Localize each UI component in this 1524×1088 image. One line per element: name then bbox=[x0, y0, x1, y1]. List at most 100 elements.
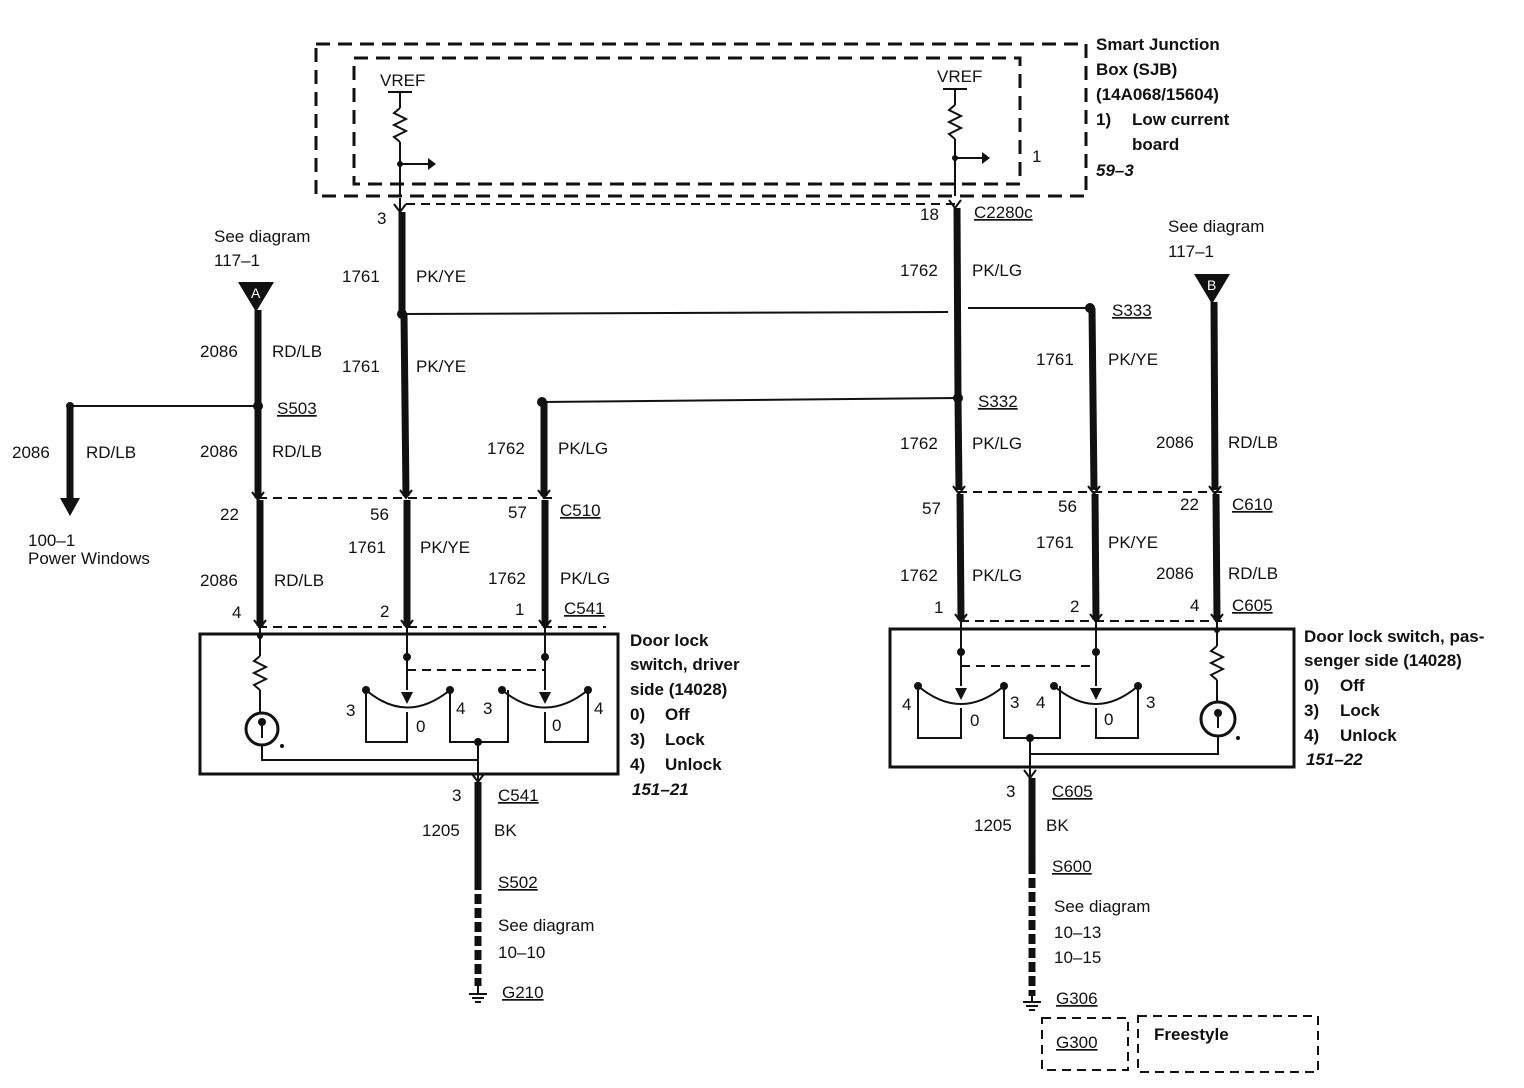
pass-opt-4: Unlock bbox=[1340, 726, 1397, 745]
pass-ground-alt: G300 bbox=[1056, 1033, 1098, 1052]
right-connector-c610: C610 bbox=[1232, 495, 1273, 514]
pass-opt-0: Off bbox=[1340, 676, 1365, 695]
right-wire-1762-mid bbox=[954, 397, 963, 491]
driver-opt-3-num: 3) bbox=[630, 730, 645, 749]
driver-ground-splice bbox=[475, 877, 481, 883]
left-see-ref: 117–1 bbox=[214, 251, 260, 270]
right-wire-2086-top bbox=[1210, 301, 1219, 491]
left-pin-3: 3 bbox=[377, 209, 386, 228]
sjb-title-3: (14A068/15604) bbox=[1096, 85, 1219, 104]
left-pin-57: 57 bbox=[508, 503, 527, 522]
left-circuit-1761-c: 1761 bbox=[348, 538, 386, 557]
sjb-title-2: Box (SJB) bbox=[1096, 60, 1177, 79]
s332-cross-wire bbox=[541, 397, 959, 403]
left-circuit-1762-a: 1762 bbox=[487, 439, 525, 458]
driver-sw-label-0a: 0 bbox=[416, 717, 425, 736]
freestyle-box bbox=[1137, 1015, 1319, 1073]
right-color-pklg-c: PK/LG bbox=[972, 566, 1022, 585]
pass-opt-3: Lock bbox=[1340, 701, 1380, 720]
left-see-diagram: See diagram bbox=[214, 227, 310, 246]
pass-opt-0-num: 0) bbox=[1304, 676, 1319, 695]
driver-gnd-circuit: 1205 bbox=[422, 821, 460, 840]
pass-sw-b-arc bbox=[1053, 685, 1139, 705]
driver-opt-4: Unlock bbox=[665, 755, 722, 774]
left-circuit-1761-a: 1761 bbox=[342, 267, 380, 286]
left-connector-c541: C541 bbox=[564, 599, 605, 618]
vref-right-resistor bbox=[946, 104, 964, 140]
driver-gnd-see-ref: 10–10 bbox=[498, 943, 545, 962]
driver-sw-b-node bbox=[541, 653, 549, 661]
pass-sw-b-node bbox=[1092, 648, 1100, 656]
left-branch-arrow-icon bbox=[60, 498, 80, 516]
left-branch-ref: 100–1 bbox=[28, 531, 75, 550]
driver-sw-b-loop bbox=[544, 690, 589, 743]
driver-ground-label: G210 bbox=[502, 983, 544, 1002]
pass-lamp-resistor bbox=[1208, 645, 1226, 681]
right-wire-1761-top bbox=[1088, 307, 1098, 491]
driver-sw-a-loop bbox=[365, 690, 408, 743]
pass-sw-label-4a: 4 bbox=[902, 695, 911, 714]
right-pin-2: 2 bbox=[1070, 597, 1079, 616]
pass-lamp-node bbox=[1214, 627, 1220, 633]
sjb-item-text-2: board bbox=[1132, 135, 1179, 154]
driver-lamp-resistor bbox=[251, 655, 269, 691]
right-pin-1: 1 bbox=[934, 598, 943, 617]
driver-switch-title-1: Door lock bbox=[630, 631, 709, 650]
right-wire-1761-low bbox=[1091, 493, 1100, 621]
pass-switch-ref: 151–22 bbox=[1306, 750, 1363, 769]
right-circuit-1761-a: 1761 bbox=[1036, 350, 1074, 369]
driver-ground-wire bbox=[261, 742, 479, 761]
right-color-pkye-b: PK/YE bbox=[1108, 533, 1158, 552]
c510-pin-57-chevron bbox=[537, 489, 551, 500]
pass-sw-a-node bbox=[957, 648, 965, 656]
driver-lamp-node bbox=[257, 633, 263, 639]
left-color-pkye-b: PK/YE bbox=[416, 357, 466, 376]
pass-sw-a-arc bbox=[917, 685, 1005, 705]
right-wire-1762-low bbox=[956, 493, 965, 621]
pass-sw-label-3a: 3 bbox=[1010, 693, 1019, 712]
c610-pin-22-chevron bbox=[1208, 485, 1222, 496]
pass-sw-b-loop bbox=[1095, 686, 1139, 739]
left-pin-22: 22 bbox=[220, 505, 239, 524]
pass-sw-b-contact-4 bbox=[1050, 682, 1058, 690]
pass-sw-label-3b: 3 bbox=[1146, 693, 1155, 712]
pass-lamp-tab bbox=[1236, 736, 1240, 740]
left-pin-2: 2 bbox=[380, 602, 389, 621]
left-pin-4: 4 bbox=[232, 603, 241, 622]
right-color-pkye-a: PK/YE bbox=[1108, 350, 1158, 369]
pass-sw-a-loop bbox=[917, 686, 962, 739]
pass-sw-b-arrow-icon bbox=[1090, 688, 1102, 700]
driver-gnd-see: See diagram bbox=[498, 916, 594, 935]
driver-switch-box bbox=[198, 632, 620, 776]
sjb-inner-box bbox=[352, 56, 1022, 186]
sjb-title-1: Smart Junction bbox=[1096, 35, 1220, 54]
driver-ground-icon bbox=[469, 986, 487, 1003]
pass-gnd-connector: C605 bbox=[1052, 782, 1093, 801]
vref-left-label: VREF bbox=[380, 71, 425, 90]
left-pin-1: 1 bbox=[515, 600, 524, 619]
driver-opt-0-num: 0) bbox=[630, 705, 645, 724]
vref-right-transistor-icon bbox=[982, 152, 990, 164]
right-circuit-1761-b: 1761 bbox=[1036, 533, 1074, 552]
left-connector-a-icon bbox=[238, 282, 274, 312]
pass-switch-title-2: senger side (14028) bbox=[1304, 651, 1462, 670]
sjb-item-num: 1) bbox=[1096, 110, 1111, 129]
driver-sw-a-node bbox=[403, 653, 411, 661]
right-circuit-1762-b: 1762 bbox=[900, 434, 938, 453]
left-color-rdlb-a: RD/LB bbox=[272, 342, 322, 361]
left-circuit-1761-b: 1761 bbox=[342, 357, 380, 376]
pass-sw-label-4b: 4 bbox=[1036, 693, 1045, 712]
g300-box bbox=[1041, 1017, 1129, 1071]
right-color-rdlb-a: RD/LB bbox=[1228, 433, 1278, 452]
s333-cross-wire-left bbox=[401, 311, 949, 315]
driver-lamp-tab bbox=[280, 744, 284, 748]
pass-ground-label: G306 bbox=[1056, 989, 1098, 1008]
pass-sw-label-0a: 0 bbox=[970, 711, 979, 730]
driver-opt-4-num: 4) bbox=[630, 755, 645, 774]
right-circuit-1762-a: 1762 bbox=[900, 261, 938, 280]
driver-switch-title-2: switch, driver bbox=[630, 655, 740, 674]
right-pin-57: 57 bbox=[922, 499, 941, 518]
pass-gnd-see-ref-2: 10–15 bbox=[1054, 948, 1101, 967]
left-color-pklg-b: PK/LG bbox=[560, 569, 610, 588]
driver-opt-0: Off bbox=[665, 705, 690, 724]
